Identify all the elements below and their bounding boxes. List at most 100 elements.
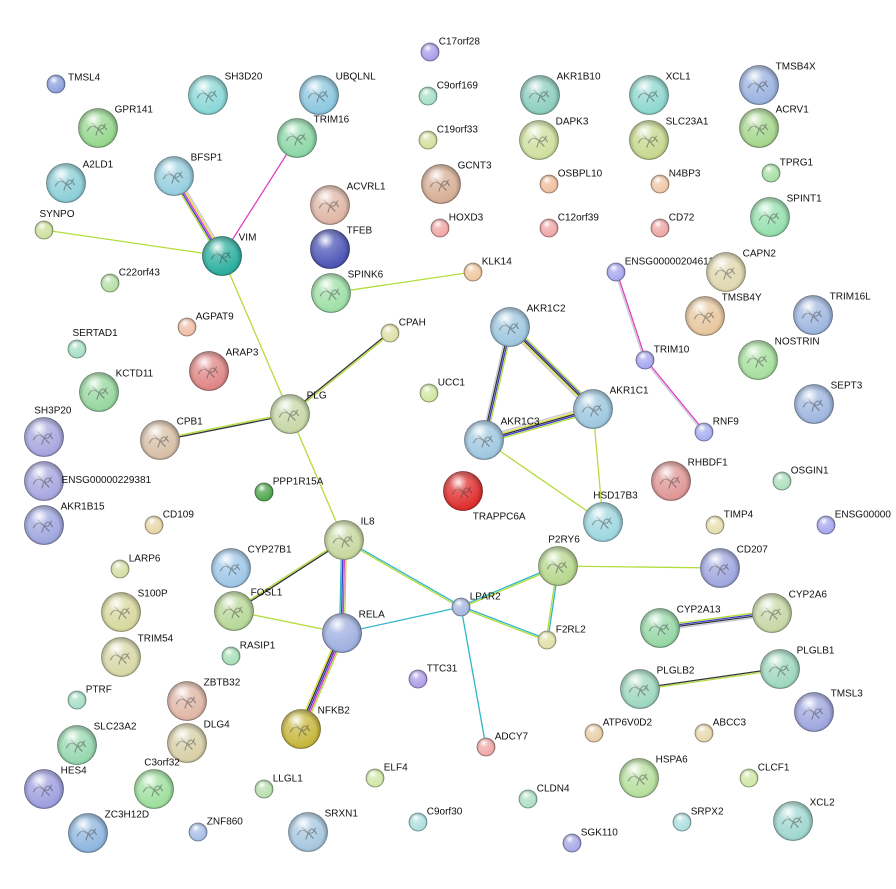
node-AKR1C1[interactable]: AKR1C1: [573, 385, 649, 429]
node-RASIP1[interactable]: RASIP1: [221, 640, 276, 666]
node-P2RY6[interactable]: P2RY6: [538, 535, 581, 586]
node-TRAPPC6A[interactable]: TRAPPC6A: [443, 471, 526, 523]
node-LLGL1[interactable]: LLGL1: [254, 773, 303, 799]
node-TPRG1[interactable]: TPRG1: [761, 157, 814, 183]
node-ENSG00000204613[interactable]: ENSG00000204613: [606, 256, 715, 282]
node-TRIM16[interactable]: TRIM16: [277, 114, 350, 158]
node-C9orf30[interactable]: C9orf30: [408, 806, 463, 832]
node-C19orf33[interactable]: C19orf33: [418, 124, 478, 150]
node-ENSG00000229381[interactable]: ENSG00000229381: [24, 461, 152, 501]
node-BFSP1[interactable]: BFSP1: [154, 152, 223, 196]
node-ARAP3[interactable]: ARAP3: [189, 347, 259, 391]
node-KCTD11[interactable]: KCTD11: [79, 368, 154, 412]
node-DAPK3[interactable]: DAPK3: [519, 116, 589, 160]
node-ZNF860[interactable]: ZNF860: [188, 816, 243, 842]
node-FOSL1[interactable]: FOSL1: [214, 587, 283, 631]
node-CPB1[interactable]: CPB1: [140, 416, 204, 460]
node-OSBPL10[interactable]: OSBPL10: [539, 168, 603, 194]
node-SPINT1[interactable]: SPINT1: [750, 193, 823, 237]
node-TRIM16L[interactable]: TRIM16L: [793, 291, 872, 335]
node-F2RL2[interactable]: F2RL2: [537, 624, 586, 650]
node-C22orf43[interactable]: C22orf43: [100, 267, 160, 293]
node-ENSG00000[interactable]: ENSG00000: [816, 509, 891, 535]
node-SLC23A2[interactable]: SLC23A2: [57, 721, 137, 765]
node-SH3D20[interactable]: SH3D20: [188, 71, 263, 115]
node-ATP6V0D2[interactable]: ATP6V0D2: [584, 717, 652, 743]
node-ELF4[interactable]: ELF4: [365, 762, 408, 788]
node-LARP6[interactable]: LARP6: [110, 553, 161, 579]
node-PLGLB1[interactable]: PLGLB1: [760, 645, 835, 689]
node-PLGLB2[interactable]: PLGLB2: [620, 665, 695, 709]
node-CYP2A6[interactable]: CYP2A6: [752, 589, 828, 633]
node-OSGIN1[interactable]: OSGIN1: [772, 465, 829, 491]
node-VIM[interactable]: VIM: [202, 232, 257, 276]
node-ACRV1[interactable]: ACRV1: [739, 104, 810, 148]
node-TMSB4Y[interactable]: TMSB4Y: [685, 292, 762, 336]
node-CPAH[interactable]: CPAH: [380, 317, 426, 343]
node-TMSL3[interactable]: TMSL3: [794, 688, 864, 732]
node-HSPA6[interactable]: HSPA6: [619, 754, 689, 798]
node-TRIM54[interactable]: TRIM54: [101, 633, 174, 677]
node-SGK110[interactable]: SGK110: [562, 827, 618, 853]
node-UBQLNL[interactable]: UBQLNL: [299, 71, 377, 115]
node-C3orf32[interactable]: C3orf32: [134, 758, 181, 809]
node-HOXD3[interactable]: HOXD3: [430, 212, 484, 238]
node-ABCC3[interactable]: ABCC3: [694, 717, 747, 743]
node-CYP2A13[interactable]: CYP2A13: [640, 604, 721, 648]
node-XCL2[interactable]: XCL2: [773, 797, 836, 841]
node-SH3P20[interactable]: SH3P20: [24, 406, 72, 457]
node-PTRF[interactable]: PTRF: [67, 684, 112, 710]
node-N4BP3[interactable]: N4BP3: [650, 168, 701, 194]
node-ZC3H12D[interactable]: ZC3H12D: [68, 809, 150, 853]
node-C12orf39[interactable]: C12orf39: [539, 212, 599, 238]
node-TTC31[interactable]: TTC31: [408, 663, 458, 689]
node-CD109[interactable]: CD109: [144, 509, 194, 535]
node-CD207[interactable]: CD207: [700, 544, 769, 588]
node-GCNT3[interactable]: GCNT3: [421, 160, 492, 204]
node-RHBDF1[interactable]: RHBDF1: [651, 457, 729, 501]
node-C9orf169[interactable]: C9orf169: [418, 80, 478, 106]
node-AKR1C2[interactable]: AKR1C2: [490, 303, 566, 347]
node-ACVRL1[interactable]: ACVRL1: [310, 181, 386, 225]
node-SYNPO[interactable]: SYNPO: [34, 209, 75, 240]
node-SRXN1[interactable]: SRXN1: [288, 808, 359, 852]
node-A2LD1[interactable]: A2LD1: [46, 159, 114, 203]
node-CLCF1[interactable]: CLCF1: [739, 762, 790, 788]
node-GPR141[interactable]: GPR141: [78, 104, 154, 148]
node-NFKB2[interactable]: NFKB2: [281, 705, 351, 749]
node-PPP1R15A[interactable]: PPP1R15A: [254, 476, 324, 502]
node-UCC1[interactable]: UCC1: [419, 377, 465, 403]
node-ADCY7[interactable]: ADCY7: [476, 731, 529, 757]
node-HES4[interactable]: HES4: [24, 765, 88, 809]
node-AKR1B15[interactable]: AKR1B15: [24, 501, 105, 545]
node-AGPAT9[interactable]: AGPAT9: [177, 311, 234, 337]
node-CAPN2[interactable]: CAPN2: [706, 248, 777, 292]
node-NOSTRIN[interactable]: NOSTRIN: [738, 336, 820, 380]
node-ZBTB32[interactable]: ZBTB32: [167, 677, 241, 721]
node-HSD17B3[interactable]: HSD17B3: [583, 491, 639, 542]
node-TRIM10[interactable]: TRIM10: [635, 344, 690, 370]
node-SEPT3[interactable]: SEPT3: [794, 380, 863, 424]
node-C17orf28[interactable]: C17orf28: [420, 36, 480, 62]
node-SRPX2[interactable]: SRPX2: [672, 806, 724, 832]
node-CD72[interactable]: CD72: [650, 212, 695, 238]
node-S100P[interactable]: S100P: [101, 588, 168, 632]
node-KLK14[interactable]: KLK14: [463, 256, 512, 282]
node-TIMP4[interactable]: TIMP4: [705, 509, 754, 535]
node-PLG[interactable]: PLG: [270, 390, 327, 434]
node-XCL1[interactable]: XCL1: [629, 71, 692, 115]
node-SLC23A1[interactable]: SLC23A1: [629, 116, 709, 160]
node-RNF9[interactable]: RNF9: [694, 416, 739, 442]
node-AKR1B10[interactable]: AKR1B10: [520, 71, 601, 115]
node-LPAR2[interactable]: LPAR2: [451, 591, 501, 617]
node-AKR1C3[interactable]: AKR1C3: [464, 416, 540, 460]
node-RELA[interactable]: RELA: [322, 609, 386, 653]
node-SPINK6[interactable]: SPINK6: [311, 269, 384, 313]
node-CLDN4[interactable]: CLDN4: [518, 783, 570, 809]
node-TFEB[interactable]: TFEB: [310, 225, 373, 269]
node-SERTAD1[interactable]: SERTAD1: [67, 328, 118, 359]
node-TMSB4X[interactable]: TMSB4X: [739, 61, 816, 105]
node-DLG4[interactable]: DLG4: [167, 719, 231, 763]
node-TMSL4[interactable]: TMSL4: [46, 72, 101, 94]
node-CYP27B1[interactable]: CYP27B1: [211, 544, 292, 588]
